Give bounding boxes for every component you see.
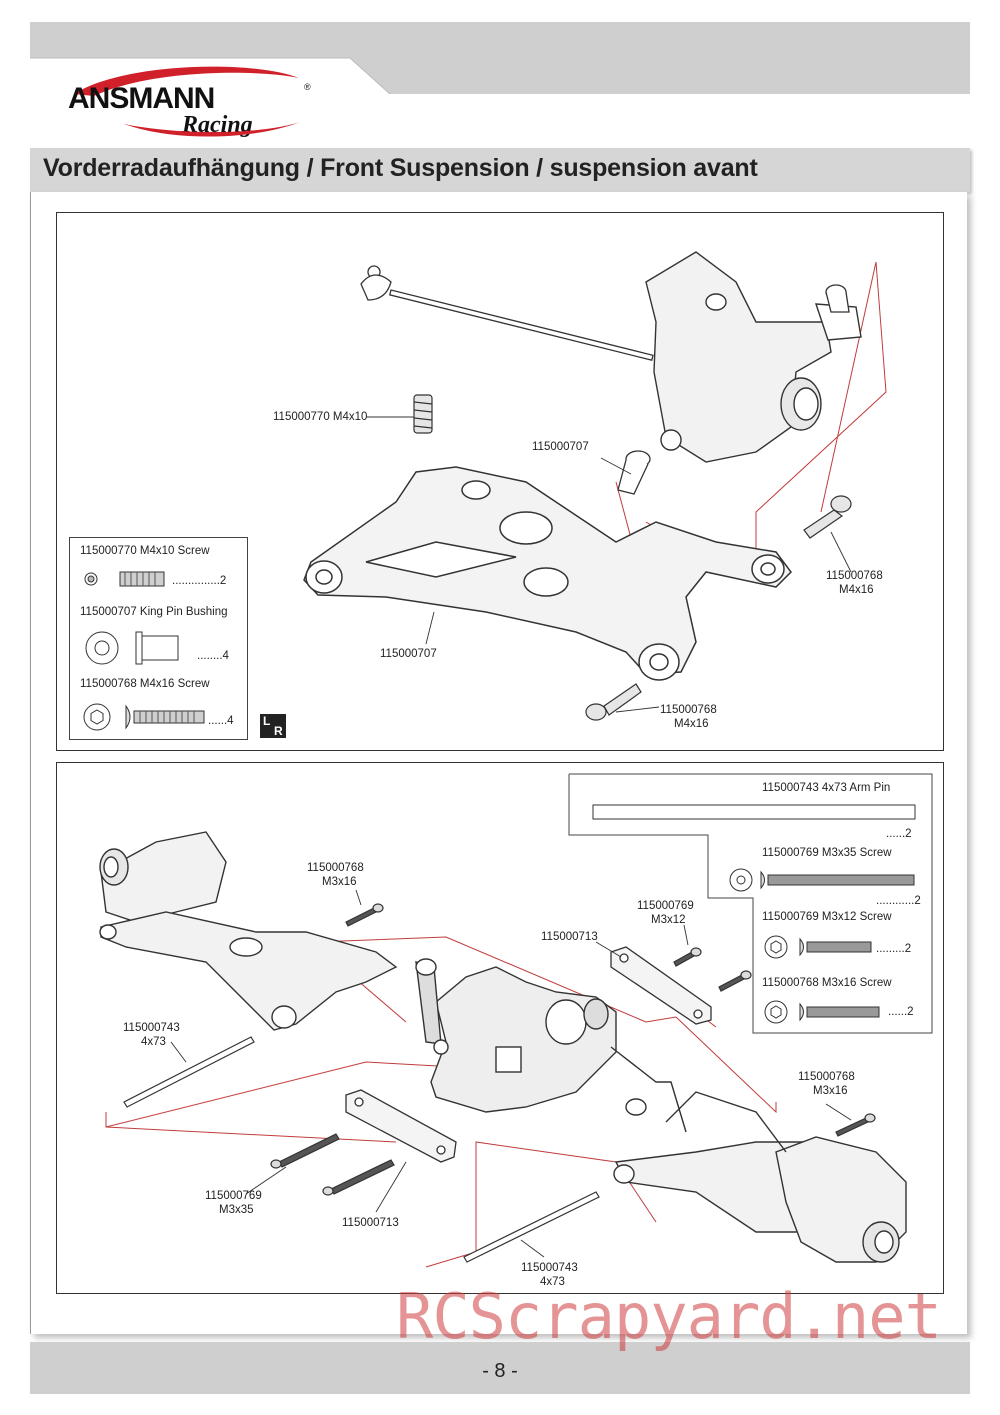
legend-item-name: 115000769 M3x35 Screw <box>762 847 892 859</box>
lr-badge-r: R <box>274 724 283 738</box>
callout-m3x35-size: M3x35 <box>219 1204 254 1216</box>
callout-m3x16-top-size: M3x16 <box>322 876 357 888</box>
callout-m3x12-code: 115000769 <box>637 900 694 912</box>
left-right-badge: L R <box>260 714 286 738</box>
callout-holder-top: 115000713 <box>541 931 598 943</box>
callout-arm: 115000707 <box>380 648 437 660</box>
callout-bushing-top: 115000707 <box>532 441 589 453</box>
legend-item-name: 115000769 M3x12 Screw <box>762 911 892 923</box>
callout-screw-bottom-size: M4x16 <box>674 718 709 730</box>
page-number: - 8 - <box>482 1360 518 1382</box>
button-head-screw-icon <box>83 703 205 731</box>
legend-item-qty: ............2 <box>876 895 921 907</box>
header-band <box>30 22 970 94</box>
ansmann-racing-logo: ANSMANN ® Racing <box>68 66 311 138</box>
legend-item-qty: ......2 <box>888 1006 914 1018</box>
callout-screw-bottom-code: 115000768 <box>660 704 717 716</box>
callout-m3x16-right-size: M3x16 <box>813 1085 848 1097</box>
legend-item-name: 115000770 M4x10 Screw <box>80 545 210 557</box>
callout-m3x16-right-code: 115000768 <box>798 1071 855 1083</box>
legend-item-name: 115000743 4x73 Arm Pin <box>762 782 891 794</box>
legend-item-qty: .........2 <box>876 943 912 955</box>
legend-item-qty: ......4 <box>208 715 234 727</box>
svg-text:®: ® <box>304 82 311 92</box>
legend-item-qty: ......2 <box>886 828 912 840</box>
legend-item-qty: ........4 <box>197 650 229 662</box>
callout-kingpin-screw: 115000770 M4x10 <box>273 411 368 423</box>
title-bar <box>30 148 970 192</box>
callout-pin-bottom-code: 115000743 <box>521 1262 578 1274</box>
suspension-assembly-drawing <box>99 831 907 1268</box>
arm-assembly-drawing <box>303 251 887 721</box>
legend-item-name: 115000768 M3x16 Screw <box>762 977 892 989</box>
lr-badge-l: L <box>263 714 271 728</box>
legend-item-qty: ...............2 <box>172 575 227 587</box>
legend-item-name: 115000768 M4x16 Screw <box>80 678 210 690</box>
svg-text:ANSMANN: ANSMANN <box>68 82 214 115</box>
callout-pin-left-code: 115000743 <box>123 1022 180 1034</box>
parts-legend-bottom <box>568 773 933 1034</box>
callout-screw-right-size: M4x16 <box>839 584 874 596</box>
watermark: RCScrapyard.net <box>396 1280 942 1353</box>
callout-pin-bottom-size: 4x73 <box>540 1276 565 1288</box>
callout-pin-left-size: 4x73 <box>141 1036 166 1048</box>
page-title: Vorderradaufhängung / Front Suspension /… <box>43 154 758 182</box>
footer-band <box>30 1342 970 1394</box>
callout-m3x16-top-code: 115000768 <box>307 862 364 874</box>
legend-item-name: 115000707 King Pin Bushing <box>80 606 228 618</box>
bushing-icon <box>85 631 179 665</box>
grub-screw-icon <box>84 571 165 587</box>
callout-m3x35-code: 115000769 <box>205 1190 262 1202</box>
callout-screw-right-code: 115000768 <box>826 570 883 582</box>
callout-m3x12-size: M3x12 <box>651 914 686 926</box>
callout-holder-bottom: 115000713 <box>342 1217 399 1229</box>
